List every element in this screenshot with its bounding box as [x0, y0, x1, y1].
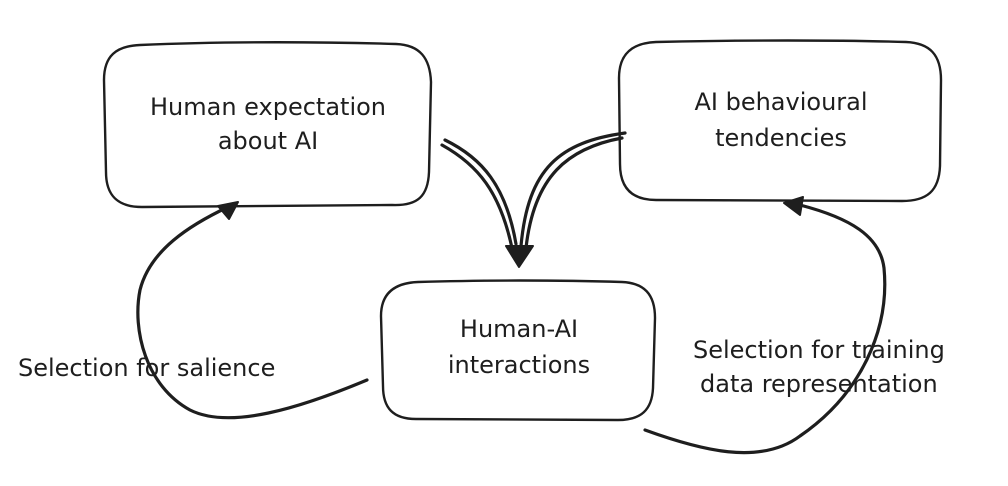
arrow-tendencies-to-interactions: [519, 131, 627, 250]
arrow-expectation-to-interactions: [440, 138, 518, 250]
arrow-interactions-to-tendencies: [643, 196, 887, 455]
edge-label-training-line2: data representation: [700, 370, 938, 398]
node-human-expectation-box: [102, 41, 433, 209]
node-human-ai-interactions-line2: interactions: [448, 351, 590, 379]
node-human-ai-interactions-box: [379, 279, 657, 422]
edge-label-salience: Selection for salience: [18, 354, 275, 382]
arrowhead-into-expectation: [217, 201, 239, 220]
arrowhead-into-interactions: [505, 245, 534, 268]
edge-label-training-line1: Selection for training: [693, 336, 945, 364]
node-human-expectation: Human expectation about AI: [102, 41, 433, 209]
node-ai-tendencies-box: [617, 39, 943, 203]
node-ai-tendencies: AI behavioural tendencies: [617, 39, 943, 203]
node-human-expectation-line1: Human expectation: [150, 93, 386, 121]
node-ai-tendencies-line1: AI behavioural: [694, 88, 867, 116]
node-human-expectation-line2: about AI: [218, 127, 318, 155]
node-human-ai-interactions: Human-AI interactions: [379, 279, 657, 422]
arrowhead-into-tendencies: [783, 196, 804, 216]
node-human-ai-interactions-line1: Human-AI: [460, 315, 578, 343]
arrow-interactions-to-expectation: [136, 201, 369, 420]
node-ai-tendencies-line2: tendencies: [715, 124, 847, 152]
